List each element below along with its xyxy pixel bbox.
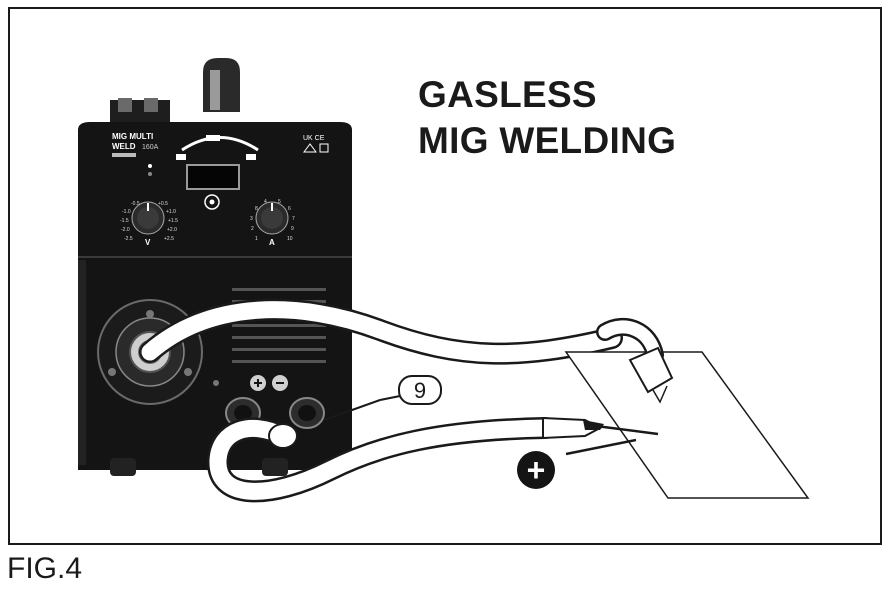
earth-cable [207, 417, 556, 503]
warning-icon [303, 143, 317, 153]
amperage-unit-label: A [269, 238, 275, 247]
v-scale-1: -0.5 [131, 201, 140, 207]
figure-caption: FIG.4 [7, 552, 83, 585]
title-line-1: GASLESS [418, 74, 597, 115]
display-screen [186, 164, 240, 190]
v-scale-2: -1.0 [122, 209, 131, 215]
v-scale-3: -1.5 [120, 218, 129, 224]
earth-clamp [542, 416, 659, 456]
a-scale-2: 5 [278, 199, 281, 205]
a-scale-9: 9 [291, 226, 294, 232]
a-scale-6: 3 [250, 216, 253, 222]
earth-cable-plug [268, 423, 298, 449]
a-scale-3: 6 [288, 206, 291, 212]
brand-label-2: WELD [112, 142, 136, 151]
control-panel: MIG MULTI WELD 160A UK CE V -0.5 -1.0 -1… [112, 132, 329, 247]
v-scale-8: +1.5 [168, 218, 178, 224]
machine-handle [203, 58, 240, 112]
a-scale-7: 2 [251, 226, 254, 232]
manual-icon [319, 143, 329, 153]
model-label: 160A [142, 144, 159, 151]
voltage-unit-label: V [145, 238, 151, 247]
terminal-polarity-labels [213, 375, 288, 391]
callout-9: 9 [323, 375, 442, 421]
mode-button [204, 194, 220, 210]
mode-icon-center [206, 135, 220, 141]
title-line-2: MIG WELDING [418, 120, 677, 161]
a-scale-1: 4 [264, 199, 267, 205]
v-scale-6: +0.5 [158, 201, 168, 207]
mode-icon-right [246, 154, 256, 160]
welding-torch [596, 318, 674, 404]
amperage-knob [255, 201, 289, 235]
callout-number: 9 [414, 378, 426, 403]
machine-latch [110, 98, 170, 124]
positive-polarity-icon: + [517, 451, 555, 489]
diagram-title: GASLESS MIG WELDING [418, 72, 676, 164]
mode-icon-left [176, 154, 186, 160]
figure-frame [8, 7, 882, 545]
brand-label-1: MIG MULTI [112, 132, 153, 141]
a-scale-4: 7 [292, 216, 295, 222]
v-scale-4: -2.0 [121, 227, 130, 233]
v-scale-7: +1.0 [166, 209, 176, 215]
torch-cable [139, 298, 623, 365]
a-scale-5: 8 [255, 206, 258, 212]
cert-marks: UK CE [303, 135, 325, 142]
voltage-knob [131, 201, 165, 235]
a-scale-8: 1 [255, 236, 258, 242]
polarity-symbol: + [527, 452, 546, 488]
v-scale-10: +2.5 [164, 236, 174, 242]
a-scale-10: 10 [287, 236, 293, 242]
v-scale-5: -2.5 [124, 236, 133, 242]
v-scale-9: +2.0 [167, 227, 177, 233]
